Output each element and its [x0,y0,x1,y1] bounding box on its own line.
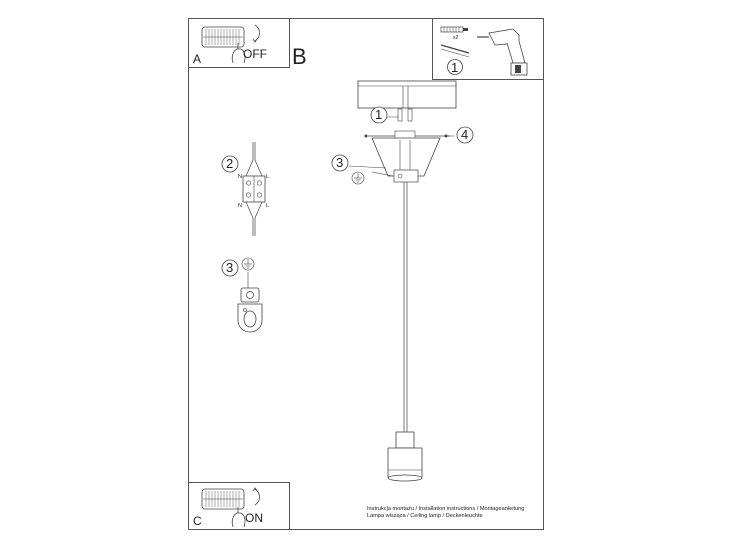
panel-b-letter: B [292,44,307,69]
terminal-n-top: N [238,174,243,180]
panel-a: A OFF [188,18,290,68]
tools-box: x2 1 [432,18,544,80]
caption-block: Instrukcja montażu / Installation instru… [367,506,524,520]
callout-4: 4 [461,127,469,142]
switch-off-label: OFF [243,47,267,61]
terminal-l-top: L [266,174,270,180]
tools-step-number: 1 [451,60,459,75]
dowel-quantity: x2 [453,35,459,41]
ground-symbol-icon [244,259,252,269]
caption-line-1: Instrukcja montażu / Installation instru… [367,506,525,512]
screw-icon [440,44,470,58]
ground-symbol-icon [354,173,362,183]
instruction-sheet [188,18,544,530]
panel-c-letter: C [193,514,202,528]
caption-line-2: Lampa wisząca / Ceiling lamp / Deckenleu… [367,513,483,520]
switch-on-label: ON [245,511,263,525]
panel-c: C ON [188,482,290,530]
hand-icon [231,507,246,528]
dowel-icon [440,26,468,33]
terminal-n-bottom: N [238,203,243,209]
callout-3: 3 [336,155,344,170]
switch-on-icon [201,487,260,528]
ground-step-number: 3 [226,260,234,275]
switch-off-icon [201,24,260,64]
panel-a-letter: A [193,52,202,66]
drill-icon [440,26,528,76]
callout-1: 1 [375,107,383,122]
terminal-l-bottom: L [266,203,270,209]
wiring-step-number: 2 [226,156,234,171]
